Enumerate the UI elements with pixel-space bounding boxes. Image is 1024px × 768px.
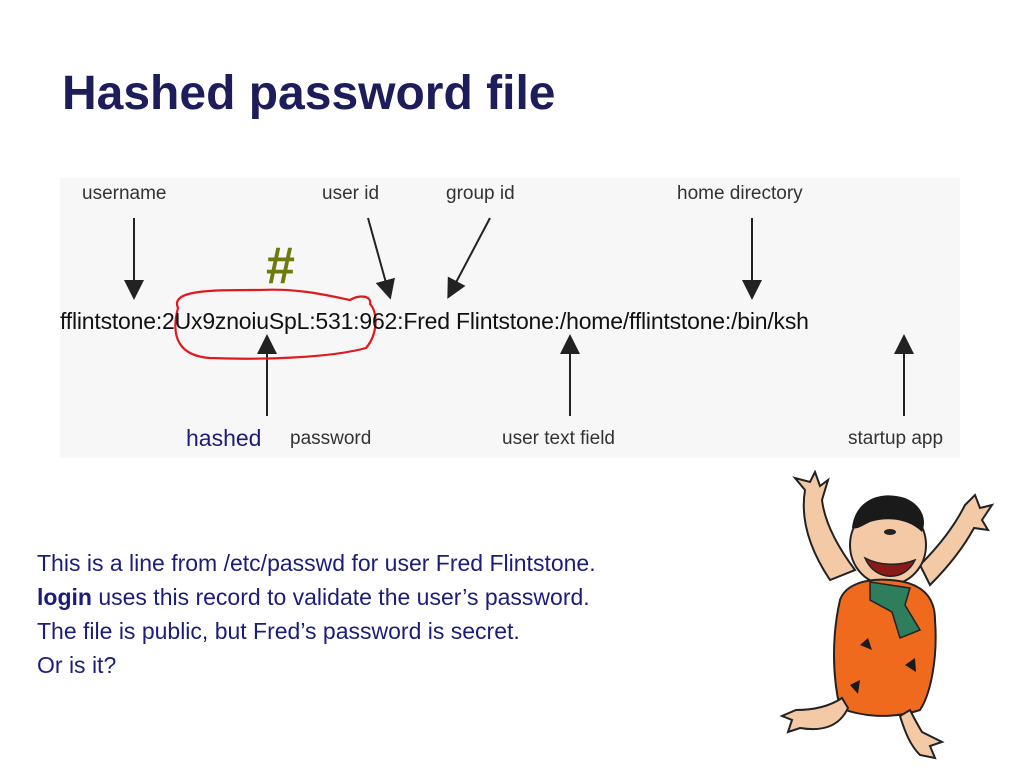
explanation-line-4: Or is it? <box>37 652 117 678</box>
hash-highlight-circle <box>174 288 377 360</box>
fred-spot-2 <box>905 658 916 672</box>
fred-mouth <box>863 556 917 577</box>
fred-spot-1 <box>860 638 872 650</box>
fred-hair <box>852 495 925 532</box>
explanation-line-3: The file is public, but Fred’s password … <box>37 618 520 644</box>
explanation-text: This is a line from /etc/passwd for user… <box>37 546 596 682</box>
passwd-diagram: username user id group id home directory… <box>60 178 960 458</box>
user-id-arrow <box>367 217 395 300</box>
fred-tie <box>869 581 922 639</box>
fred-left-leg <box>779 696 850 734</box>
fred-flintstone-image <box>779 470 995 760</box>
fred-left-arm <box>792 470 857 582</box>
group-id-label: group id <box>446 183 515 204</box>
explanation-line-2-rest: uses this record to validate the user’s … <box>91 584 590 610</box>
diagram-arrows <box>124 217 914 416</box>
password-label: password <box>290 428 372 449</box>
user-text-field-label: user text field <box>502 428 615 449</box>
group-id-arrow <box>447 217 491 299</box>
user-id-label: user id <box>322 183 380 204</box>
fred-right-arm <box>918 493 995 587</box>
username-label: username <box>82 183 167 204</box>
explanation-line-1: This is a line from /etc/passwd for user… <box>37 550 596 576</box>
login-keyword: login <box>37 584 92 610</box>
fred-right-leg <box>898 708 945 760</box>
explanation-line-2: login uses this record to validate the u… <box>37 580 596 614</box>
startup-app-label: startup app <box>848 428 944 449</box>
fred-eye <box>884 529 896 535</box>
home-directory-label: home directory <box>677 183 803 204</box>
hash-symbol: # <box>266 237 295 295</box>
fred-spot-3 <box>850 680 860 694</box>
passwd-record-line: fflintstone:2Ux9znoiuSpL:531:962:Fred Fl… <box>60 308 809 334</box>
slide-title: Hashed password file <box>62 67 556 120</box>
hashed-word: hashed <box>186 425 262 451</box>
